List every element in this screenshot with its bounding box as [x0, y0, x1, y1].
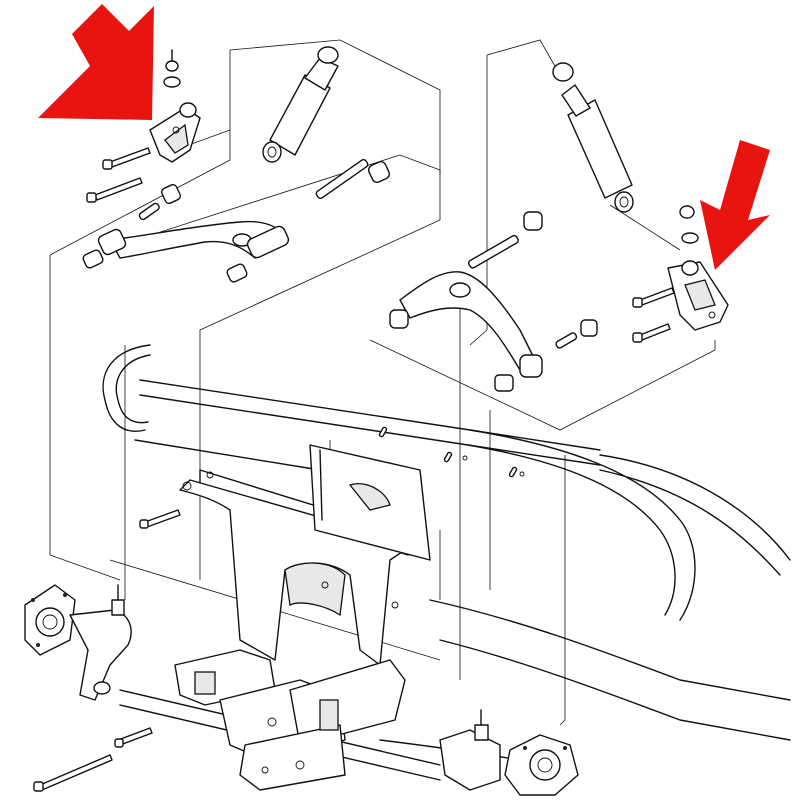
right-bolts — [632, 287, 675, 343]
left-spindle-hub — [24, 584, 132, 701]
vehicle-frame — [102, 344, 791, 781]
right-shock-mount-bracket — [667, 205, 729, 331]
down-left-arrow-icon — [700, 140, 770, 270]
left-shock-mount-bracket — [149, 49, 201, 163]
lower-crossmember — [174, 649, 406, 791]
right-shock-absorber — [552, 62, 634, 213]
right-spindle-hub — [439, 709, 579, 796]
left-shock-absorber — [262, 46, 339, 163]
right-control-arm — [389, 211, 598, 392]
down-right-arrow-icon — [38, 4, 154, 120]
steering-mount-plate — [179, 444, 431, 666]
left-bolts — [33, 147, 181, 792]
left-control-arm — [82, 158, 391, 283]
